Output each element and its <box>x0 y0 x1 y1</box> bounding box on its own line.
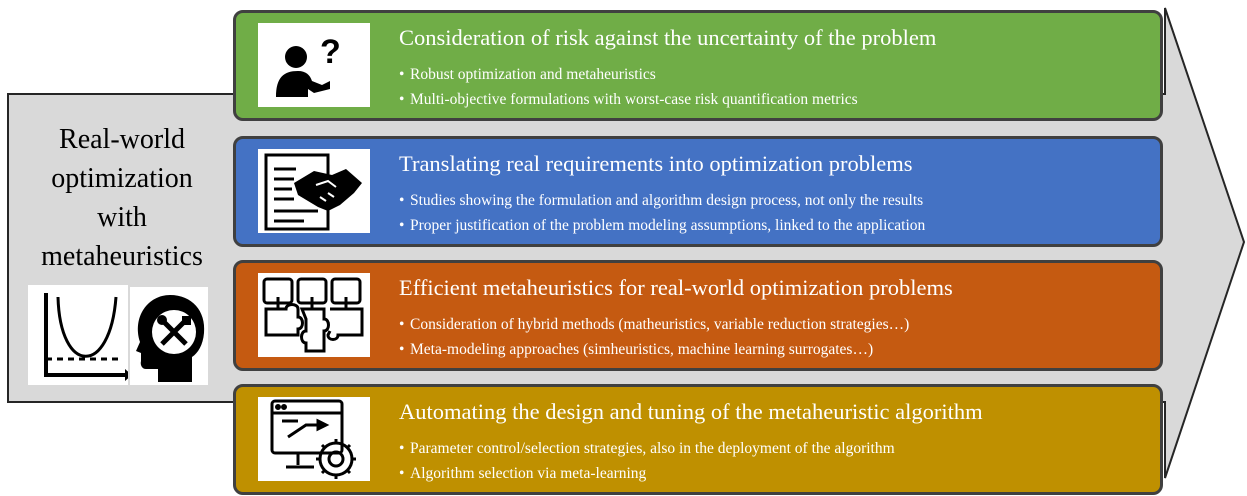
head-tools-icon <box>130 287 208 385</box>
svg-text:?: ? <box>320 33 341 71</box>
bullet-text: Proper justification of the problem mode… <box>410 217 926 234</box>
bullet-text: Parameter control/selection strategies, … <box>410 440 895 457</box>
list-item: •Multi-objective formulations with worst… <box>399 91 858 108</box>
list-item: •Algorithm selection via meta-learning <box>399 465 647 482</box>
list-item: •Studies showing the formulation and alg… <box>399 192 924 209</box>
panel-automation: Automating the design and tuning of the … <box>233 384 1163 495</box>
bullet-text: Meta-modeling approaches (simheuristics,… <box>410 341 874 358</box>
panel-risk: ? Consideration of risk against the unce… <box>233 10 1163 121</box>
u-curve-chart-icon <box>28 285 132 385</box>
main-label-line: metaheuristics <box>41 241 203 272</box>
list-item: •Robust optimization and metaheuristics <box>399 66 656 83</box>
panel-bullets: •Parameter control/selection strategies,… <box>399 436 895 486</box>
bullet-text: Robust optimization and metaheuristics <box>410 66 656 83</box>
bullet-text: Consideration of hybrid methods (matheur… <box>410 316 910 333</box>
bullet-text: Studies showing the formulation and algo… <box>410 192 924 209</box>
panel-title: Efficient metaheuristics for real-world … <box>399 275 953 300</box>
list-item: •Meta-modeling approaches (simheuristics… <box>399 341 874 358</box>
list-item: •Proper justification of the problem mod… <box>399 217 926 234</box>
document-handshake-icon <box>258 149 370 233</box>
panel-bullets: •Studies showing the formulation and alg… <box>399 188 925 238</box>
panel-bullets: •Robust optimization and metaheuristics … <box>399 62 858 112</box>
panel-title: Automating the design and tuning of the … <box>399 399 983 424</box>
main-label-line: with <box>97 202 147 233</box>
list-item: •Consideration of hybrid methods (matheu… <box>399 316 910 333</box>
panel-title: Translating real requirements into optim… <box>399 151 913 176</box>
list-item: •Parameter control/selection strategies,… <box>399 440 895 457</box>
main-label-line: optimization <box>51 163 193 194</box>
bullet-text: Multi-objective formulations with worst-… <box>410 91 858 108</box>
bullet-text: Algorithm selection via meta-learning <box>410 465 647 482</box>
computer-gear-icon <box>258 397 370 481</box>
panel-bullets: •Consideration of hybrid methods (matheu… <box>399 312 909 362</box>
main-label: Real-world optimization with metaheurist… <box>22 120 222 276</box>
main-label-line: Real-world <box>59 124 185 155</box>
puzzle-pieces-icon <box>258 273 370 357</box>
panel-efficient: Efficient metaheuristics for real-world … <box>233 260 1163 371</box>
panel-title: Consideration of risk against the uncert… <box>399 25 937 50</box>
person-question-icon: ? <box>258 23 370 107</box>
panel-requirements: Translating real requirements into optim… <box>233 136 1163 247</box>
